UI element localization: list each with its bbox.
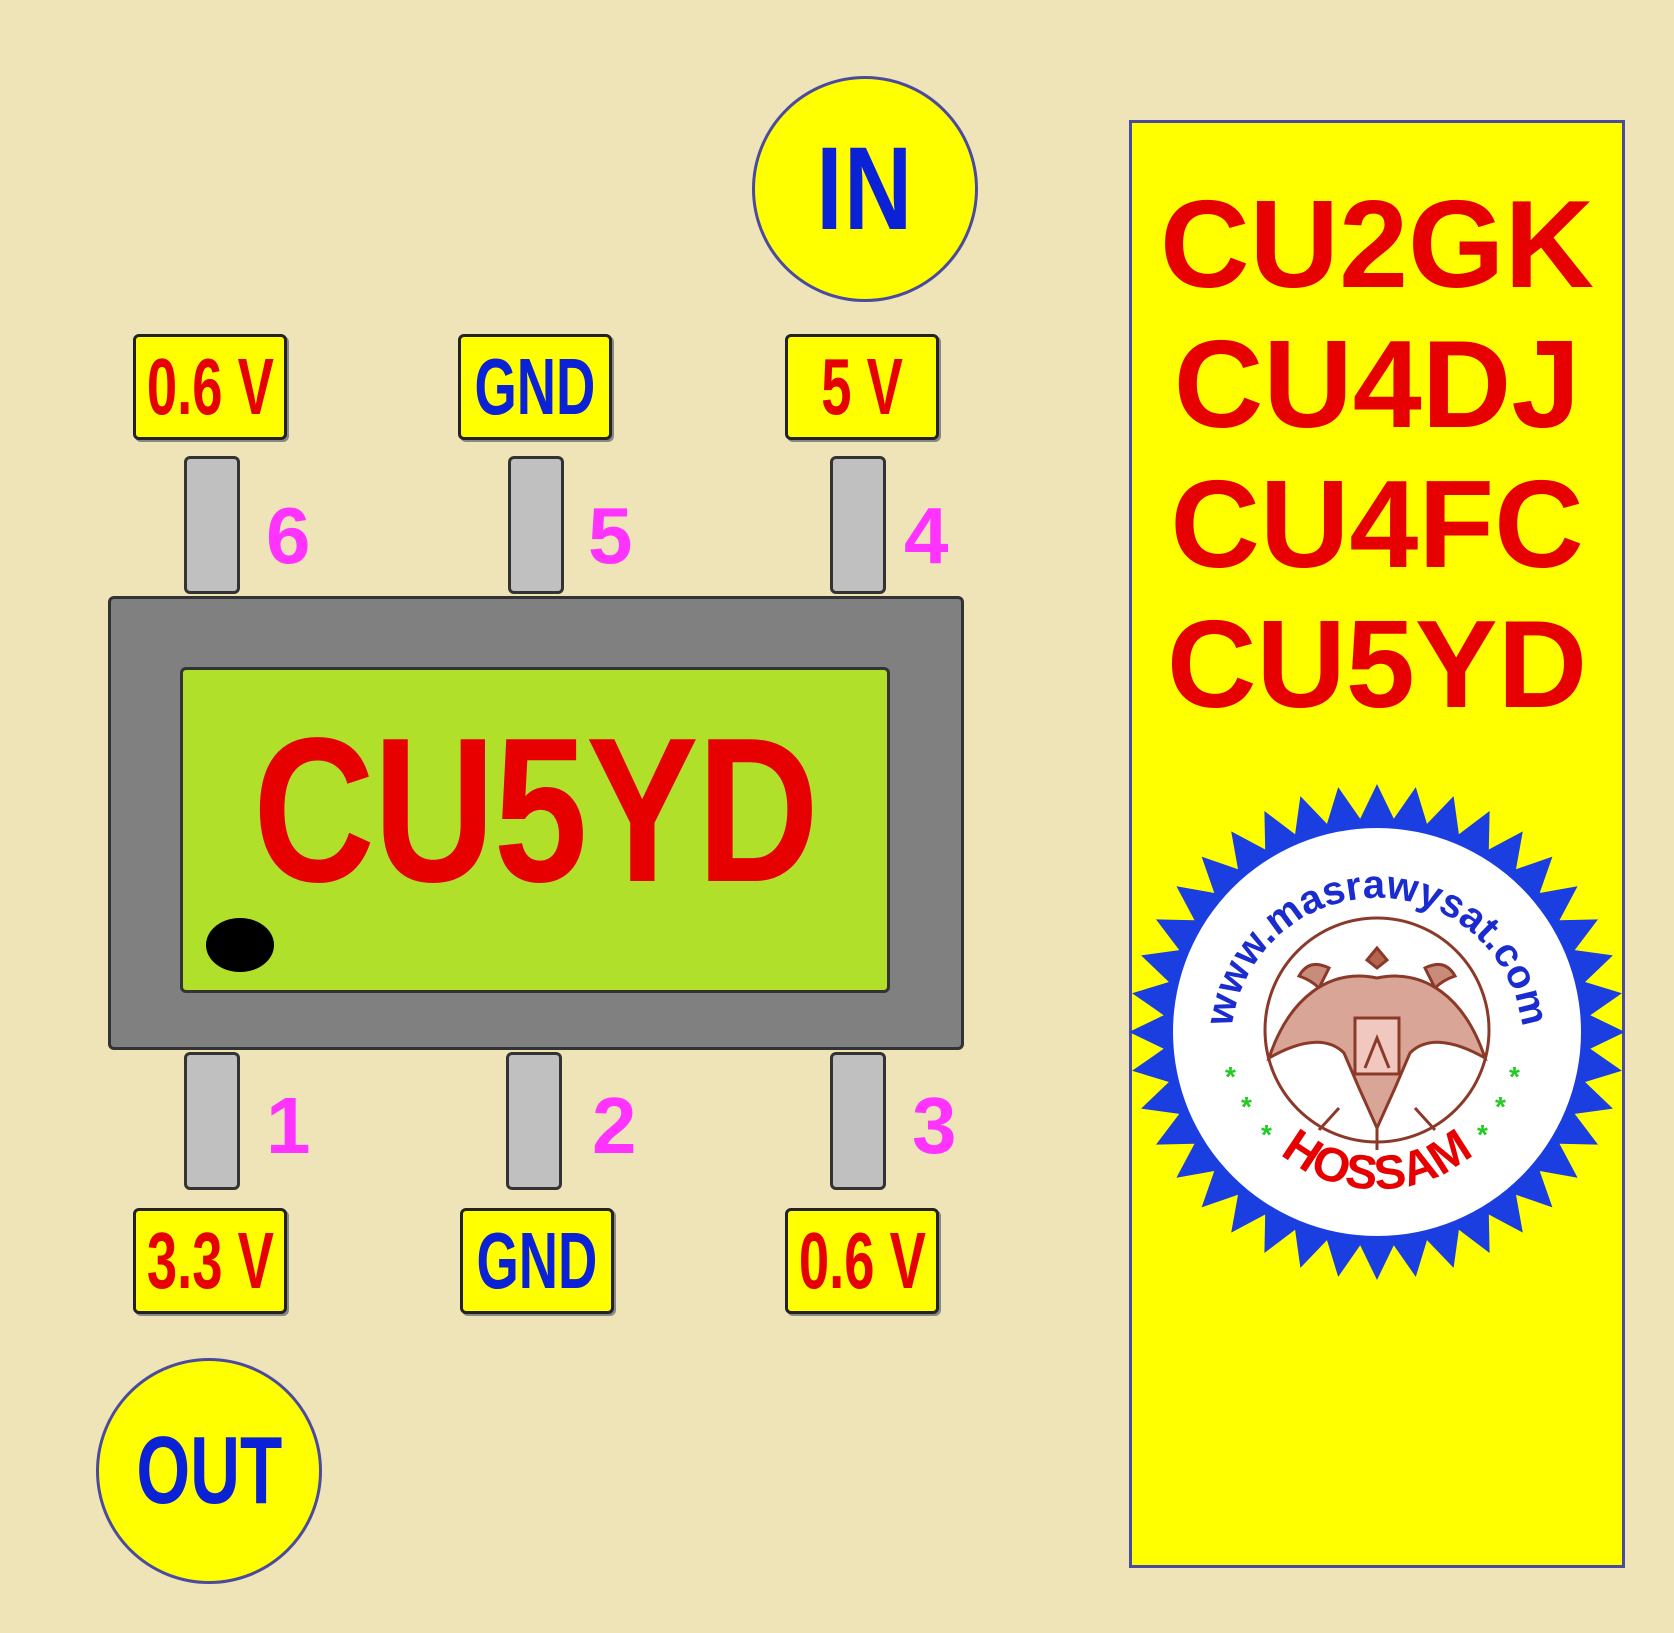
- chip-face: CU5YD: [180, 667, 890, 993]
- pin-6-number: 6: [266, 491, 311, 580]
- pin-2-lead: [506, 1052, 562, 1190]
- pin-6-voltage: 0.6 V: [146, 342, 274, 431]
- pin-5-voltage-box: GND: [458, 334, 612, 440]
- seal-star: *: [1495, 1091, 1506, 1122]
- chip-marking: CU5YD: [252, 694, 819, 925]
- pin-1-voltage-box: 3.3 V: [133, 1208, 287, 1314]
- code-item: CU5YD: [1166, 596, 1588, 734]
- out-circle: OUT: [96, 1358, 322, 1584]
- code-item: CU4FC: [1170, 456, 1584, 594]
- out-label: OUT: [136, 1417, 282, 1524]
- pin-4-voltage-box: 5 V: [785, 334, 939, 440]
- eagle-emblem-icon: [1263, 916, 1491, 1150]
- watermark-seal: www.masrawysat.com HOSSAM * * * * * *: [1129, 784, 1625, 1280]
- pin-1-voltage: 3.3 V: [146, 1216, 274, 1305]
- pin-5-lead: [508, 456, 564, 594]
- pin-2-voltage-box: GND: [460, 1208, 614, 1314]
- pin-6-lead: [184, 456, 240, 594]
- seal-star: *: [1509, 1061, 1520, 1092]
- pin-2-number: 2: [592, 1081, 637, 1170]
- seal-star: *: [1261, 1119, 1272, 1150]
- code-item: CU2GK: [1159, 176, 1595, 314]
- seal-star: *: [1241, 1091, 1252, 1122]
- pin-3-lead: [830, 1052, 886, 1190]
- pin-5-voltage: GND: [474, 342, 596, 431]
- pin-3-voltage-box: 0.6 V: [785, 1208, 939, 1314]
- in-circle: IN: [752, 76, 978, 302]
- pin-1-indicator-dot: [206, 918, 274, 972]
- pin-4-voltage: 5 V: [821, 342, 903, 431]
- pin-3-voltage: 0.6 V: [798, 1216, 926, 1305]
- code-item: CU4DJ: [1173, 316, 1581, 454]
- pin-4-number: 4: [904, 491, 949, 580]
- pin-2-voltage: GND: [476, 1216, 598, 1305]
- pin-3-number: 3: [912, 1081, 957, 1170]
- seal-star: *: [1225, 1061, 1236, 1092]
- in-label: IN: [816, 123, 914, 255]
- code-panel: CU2GK CU4DJ CU4FC CU5YD: [1129, 120, 1625, 1568]
- pin-5-number: 5: [588, 491, 633, 580]
- seal-star: *: [1477, 1119, 1488, 1150]
- pin-6-voltage-box: 0.6 V: [133, 334, 287, 440]
- pin-4-lead: [830, 456, 886, 594]
- pin-1-lead: [184, 1052, 240, 1190]
- pin-1-number: 1: [266, 1081, 311, 1170]
